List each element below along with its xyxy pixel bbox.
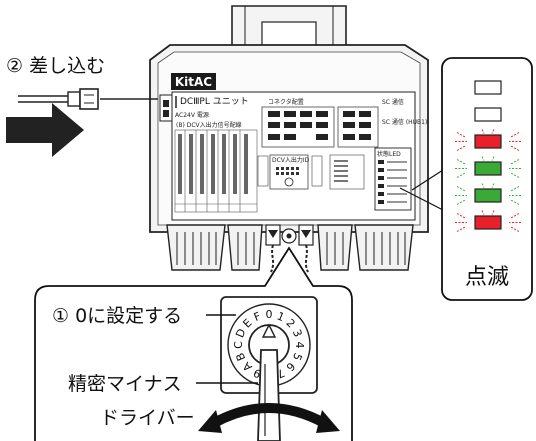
step-insert-label: ② 差し込む	[6, 55, 105, 77]
dc-input-label: (B) DCV入出力信号配線	[176, 121, 242, 129]
step-set-zero-label: ① 0に設定する	[52, 305, 182, 327]
dial-digit: C	[232, 341, 245, 349]
brand-logo	[171, 73, 216, 90]
rotary-dial: 0123456789ABCDEF	[220, 296, 318, 394]
status-led-label: 状態LED	[377, 150, 401, 158]
dial-digit: 5	[290, 351, 305, 362]
device-unit: KitAC DCⅢPL ユニット AC24V 電源 (B) DCV入出力信号配線…	[149, 5, 429, 273]
blink-ray	[491, 183, 495, 188]
dial-digit: B	[233, 351, 248, 363]
blink-ray	[509, 145, 520, 151]
led-indicator	[474, 134, 502, 149]
blink-ray	[481, 183, 485, 188]
dial-digit: 3	[290, 328, 305, 339]
blink-ray	[456, 199, 467, 205]
dial-digit: 9	[252, 366, 263, 381]
led-indicator	[474, 161, 502, 176]
blink-ray	[456, 226, 467, 232]
blink-ray	[509, 132, 520, 138]
led-off	[474, 80, 502, 95]
blink-ray	[509, 199, 520, 205]
dial-digit: 4	[293, 342, 306, 349]
led-indicator	[474, 215, 502, 230]
blink-ray	[456, 145, 467, 151]
blink-ray	[481, 129, 485, 134]
led-indicator	[474, 107, 502, 122]
blink-ray	[491, 129, 495, 134]
tool-label-line2: ドライバー	[100, 407, 195, 429]
blink-ray	[481, 210, 485, 215]
blink-label: 点滅	[465, 265, 509, 290]
blink-ray	[509, 159, 520, 165]
led-blink	[455, 129, 521, 151]
dial-id-label: DCV入出力ID	[272, 156, 310, 164]
blink-ray	[456, 132, 467, 138]
led-blink	[455, 210, 521, 232]
connector-label: コネクタ配置	[268, 98, 304, 106]
led-off	[474, 107, 502, 122]
led-blink	[455, 183, 521, 205]
blink-ray	[456, 159, 467, 165]
blink-ray	[456, 213, 467, 219]
blink-ray	[509, 186, 520, 192]
dial-digit: F	[252, 310, 263, 324]
dial-digit: 0	[266, 308, 273, 321]
power-label: AC24V 電源	[175, 111, 209, 119]
led-indicator	[474, 188, 502, 203]
blink-ray	[509, 226, 520, 232]
brand-logo-text: KitAC	[175, 75, 212, 89]
led-indicator	[474, 80, 502, 95]
sc-comm-hub-label: SC 通信 (HUB1)	[382, 118, 427, 126]
blink-ray	[456, 186, 467, 192]
tool-label-line1: 精密マイナス	[68, 373, 182, 395]
dial-pointer-icon	[261, 323, 277, 338]
cable-plug	[18, 88, 158, 110]
screwdriver-icon	[257, 349, 281, 441]
blink-panel	[441, 57, 533, 301]
model-title: DCⅢPL ユニット	[180, 97, 249, 107]
blink-ray	[491, 156, 495, 161]
dial-digit: 7	[275, 366, 286, 381]
rotate-arrow-icon	[198, 403, 340, 433]
led-list	[455, 80, 521, 232]
led-blink	[455, 156, 521, 178]
blink-ray	[491, 210, 495, 215]
blink-ray	[509, 213, 520, 219]
blink-ray	[481, 156, 485, 161]
blink-ray	[509, 172, 520, 178]
blink-ray	[456, 172, 467, 178]
insert-arrow-icon	[6, 103, 84, 157]
sc-comm-label: SC 通信	[382, 98, 404, 106]
dial-digit: 1	[275, 310, 286, 325]
